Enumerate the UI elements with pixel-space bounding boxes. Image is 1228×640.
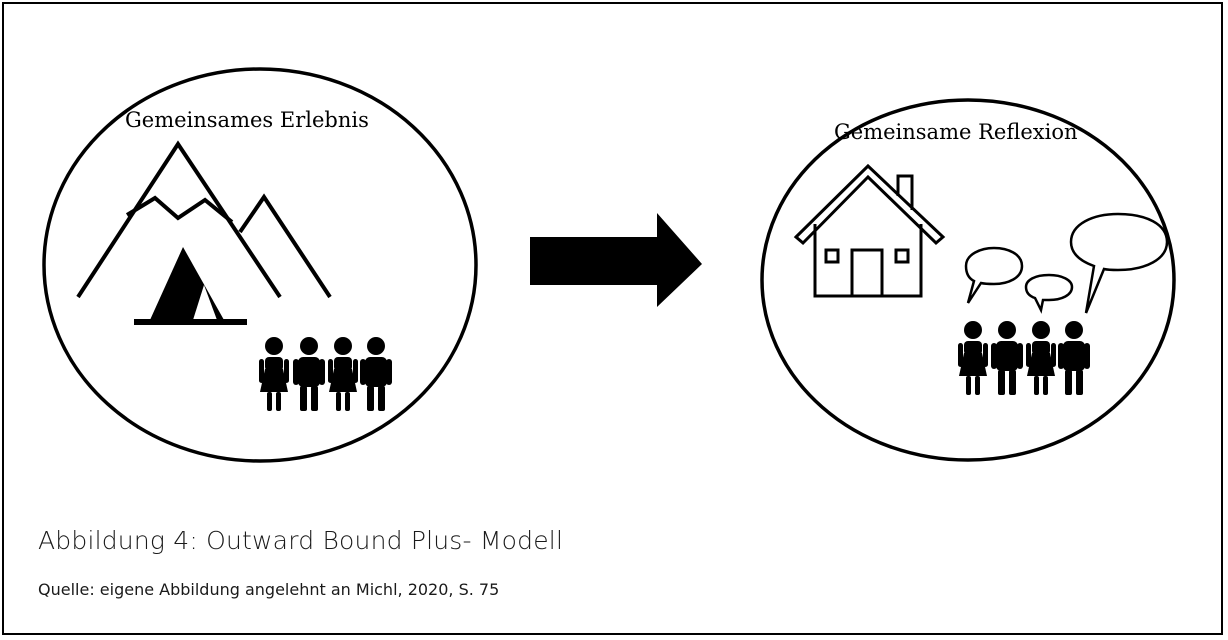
speech-bubbles-icon <box>964 212 1169 314</box>
figure-caption-source: Quelle: eigene Abbildung angelehnt an Mi… <box>38 580 500 599</box>
mountains-icon <box>76 140 332 299</box>
left-circle <box>42 67 478 463</box>
group-of-people-icon-right <box>958 321 1090 395</box>
tent-icon <box>134 247 247 325</box>
right-circle-label: Gemeinsame Reflexion <box>834 120 1078 144</box>
right-circle <box>760 98 1176 462</box>
group-of-people-icon-left <box>259 337 392 411</box>
left-circle-group: Gemeinsames Erlebnis <box>42 67 478 463</box>
left-circle-label: Gemeinsames Erlebnis <box>125 108 369 132</box>
right-circle-group: Gemeinsame Reflexion <box>760 98 1176 462</box>
figure-caption-title: Abbildung 4: Outward Bound Plus- Modell <box>38 526 564 555</box>
house-icon <box>793 163 946 298</box>
right-arrow-icon <box>530 213 702 307</box>
